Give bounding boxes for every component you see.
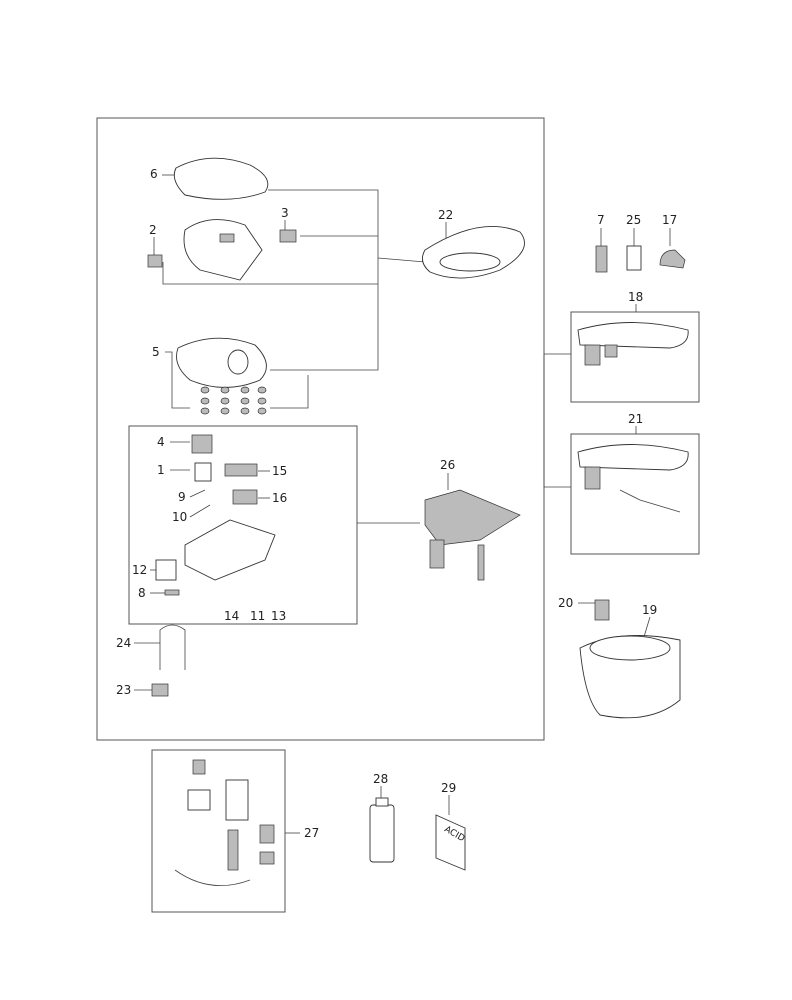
part-29-acid-label: ACID xyxy=(435,814,466,871)
kit-18-frame xyxy=(570,311,700,403)
callout-9: 9 xyxy=(178,490,186,504)
part-19-toilet-bowl xyxy=(579,635,681,719)
callout-26: 26 xyxy=(440,458,455,472)
part-24-hose xyxy=(159,624,186,670)
part-15 xyxy=(224,463,258,477)
part-23 xyxy=(151,683,169,697)
callout-4: 4 xyxy=(157,435,165,449)
part-27-kit-items xyxy=(174,759,275,886)
callout-15: 15 xyxy=(272,464,287,478)
callout-29: 29 xyxy=(441,781,456,795)
part-base-frame xyxy=(184,519,276,581)
callout-13: 13 xyxy=(271,609,286,623)
part-8 xyxy=(164,589,180,596)
part-28-bottle xyxy=(369,797,395,863)
part-20 xyxy=(594,599,610,621)
part-5-seat xyxy=(176,337,267,415)
callout-6: 6 xyxy=(150,167,158,181)
main-assembly-frame xyxy=(96,117,545,741)
part-17-cover xyxy=(659,249,686,269)
callout-21: 21 xyxy=(628,412,643,426)
part-26-base-unit xyxy=(424,489,521,581)
callout-14: 14 xyxy=(224,609,239,623)
callout-17: 17 xyxy=(662,213,677,227)
callout-19: 19 xyxy=(642,603,657,617)
part-18-kit xyxy=(577,322,689,366)
callout-27: 27 xyxy=(304,826,319,840)
part-6-lid xyxy=(173,157,269,200)
callout-7: 7 xyxy=(597,213,605,227)
callout-22: 22 xyxy=(438,208,453,222)
part-2-valve xyxy=(147,254,163,268)
part-1 xyxy=(194,462,212,482)
leader-lines xyxy=(134,174,671,834)
part-4 xyxy=(191,434,213,454)
callout-28: 28 xyxy=(373,772,388,786)
callout-1: 1 xyxy=(157,463,165,477)
callout-11: 11 xyxy=(250,609,265,623)
callout-18: 18 xyxy=(628,290,643,304)
callout-20: 20 xyxy=(558,596,573,610)
part-22-seat-assembly xyxy=(421,226,525,279)
callouts: 6 2 3 22 5 7 25 17 18 21 4 1 15 9 10 16 … xyxy=(116,167,677,840)
part-25-screws xyxy=(626,245,642,271)
callout-5: 5 xyxy=(152,345,160,359)
part-12 xyxy=(155,559,177,581)
callout-8: 8 xyxy=(138,586,146,600)
callout-16: 16 xyxy=(272,491,287,505)
part-7-card xyxy=(595,245,608,273)
part-16 xyxy=(232,489,258,505)
kit-27-frame xyxy=(151,749,286,913)
part-main-housing xyxy=(183,219,263,281)
callout-23: 23 xyxy=(116,683,131,697)
callout-12: 12 xyxy=(132,563,147,577)
callout-25: 25 xyxy=(626,213,641,227)
base-assembly-frame xyxy=(128,425,358,625)
callout-2: 2 xyxy=(149,223,157,237)
callout-24: 24 xyxy=(116,636,131,650)
part-21-kit xyxy=(577,444,689,513)
callout-10: 10 xyxy=(172,510,187,524)
kit-21-frame xyxy=(570,433,700,555)
callout-3: 3 xyxy=(281,206,289,220)
part-3-connector xyxy=(279,229,297,243)
